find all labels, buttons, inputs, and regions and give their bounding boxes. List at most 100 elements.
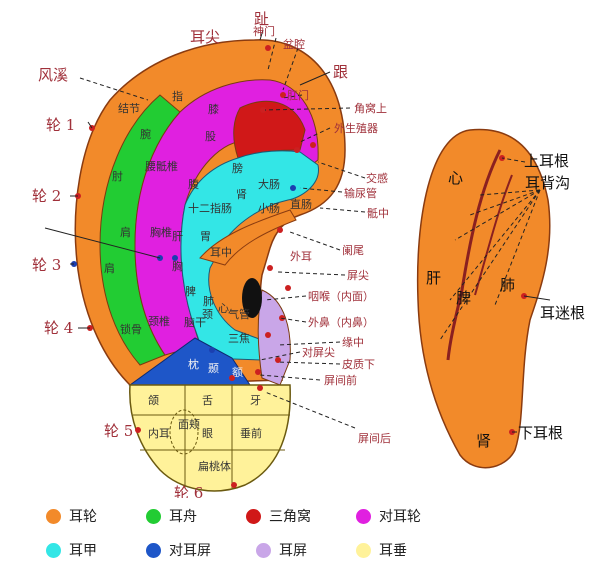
back-leader-lines (439, 157, 551, 433)
label-yanhou: 咽喉（内面） (308, 289, 374, 303)
label-pingjian: 屏尖 (347, 269, 369, 282)
label-yan: 眼 (202, 427, 213, 440)
label-back-shen: 肾 (476, 432, 491, 450)
legend-item-antitragus: 对耳屏 (146, 540, 211, 560)
legend-swatch-antitragus (146, 542, 161, 558)
label-jiejie: 结节 (118, 102, 140, 115)
legend-swatch-lobe (356, 542, 371, 558)
label-lun1: 轮 1 (46, 116, 75, 134)
label-waishengzhiqi: 外生殖器 (334, 121, 378, 135)
label-duipingjian: 对屏尖 (302, 345, 335, 359)
ear-diagram-svg: 结节 指 腕 肘 肩 肩 锁骨 膝 股 腰骶椎 腹 胸椎 颈椎 胸 脑干 颈 膀… (32, 10, 585, 502)
label-ershen: 耳尖 (190, 28, 220, 46)
label-gu: 股 (205, 130, 216, 143)
label-xin: 心 (218, 302, 229, 315)
legend-swatch-antihelix (356, 508, 371, 524)
label-shangergen: 上耳根 (524, 152, 569, 170)
label-lun3: 轮 3 (32, 256, 61, 274)
label-jiaowoshang: 角窝上 (354, 101, 387, 115)
label-qiguan: 气管 (228, 307, 250, 321)
label-mianjia: 面颊 (178, 418, 200, 431)
label-neier: 内耳 (148, 426, 170, 440)
legend-item-antihelix: 对耳轮 (356, 506, 421, 526)
tragus-region (257, 289, 291, 386)
label-biantaoti: 扁桃体 (198, 459, 231, 473)
label-pi: 脾 (185, 284, 196, 298)
legend-item-tragus: 耳屏 (256, 540, 307, 560)
label-zhichang: 直肠 (290, 197, 312, 211)
label-shuniaoguan: 输尿管 (344, 186, 377, 200)
legend-label: 耳垂 (379, 543, 407, 559)
label-yaodizhui: 腰骶椎 (145, 159, 178, 173)
label-sanjiao: 三焦 (228, 332, 250, 345)
label-naogan: 脑干 (184, 316, 206, 329)
legend-item-lobe: 耳垂 (356, 540, 407, 560)
label-zhen: 枕 (188, 357, 199, 371)
back-ear-shape (416, 128, 551, 469)
label-back-xin: 心 (448, 169, 463, 187)
legend-item-helix: 耳轮 (46, 506, 97, 526)
legend-swatch-helix (46, 508, 61, 524)
label-suogu: 锁骨 (120, 322, 142, 336)
legend-item-scapha: 耳舟 (146, 506, 197, 526)
label-penqiang: 盆腔 (283, 37, 305, 51)
label-back-gan: 肝 (426, 269, 441, 287)
legend-label: 三角窝 (269, 509, 311, 525)
legend-swatch-concha (46, 542, 61, 558)
label-zhi-top: 趾 (254, 10, 269, 28)
label-pang: 膀 (232, 161, 243, 175)
label-lun2: 轮 2 (32, 187, 61, 205)
label-jing: 颈 (202, 308, 213, 321)
label-fengxi: 风溪 (38, 66, 68, 84)
label-ya: 牙 (250, 394, 261, 407)
label-jian: 肩 (120, 225, 131, 239)
label-fei: 肺 (203, 295, 214, 308)
label-she: 舌 (202, 394, 213, 407)
legend-label: 耳屏 (279, 543, 307, 559)
tonsil-oval (169, 409, 199, 455)
label-gangmen: 肛门 (287, 88, 309, 102)
label-jingzhui: 颈椎 (148, 314, 170, 328)
label-yi: 十二指肠 (188, 201, 232, 215)
legend-swatch-scapha (146, 508, 161, 524)
label-pingjianhou: 屏间后 (358, 432, 391, 445)
label-erzhong: 耳中 (210, 246, 232, 259)
label-zhou: 肘 (112, 169, 123, 183)
legend-swatch-triangular-fossa (246, 508, 261, 524)
legend-item-triangular-fossa: 三角窝 (246, 506, 311, 526)
label-jiaogan: 交感 (366, 171, 388, 185)
concha-region (180, 150, 319, 361)
legend-label: 耳舟 (169, 509, 197, 525)
label-back-fei: 肺 (500, 276, 515, 294)
label-erbeigou: 耳背沟 (525, 174, 570, 192)
label-pizhixia: 皮质下 (342, 358, 375, 371)
label-waibi: 外鼻（内鼻） (308, 315, 374, 329)
label-shen: 肾 (236, 188, 247, 201)
acupoint-dots (71, 45, 316, 488)
label-dizhong: 骶中 (367, 207, 389, 220)
legend-swatch-tragus (256, 542, 271, 558)
legend-label: 耳甲 (69, 543, 97, 559)
label-e: 额 (232, 366, 243, 379)
antihelix-region (134, 79, 319, 356)
label-fu: 腹 (188, 177, 199, 191)
legend: 耳轮 耳舟 三角窝 对耳轮 耳甲 对耳屏 耳屏 耳垂 (0, 498, 597, 569)
label-yuanzhong: 缘中 (342, 336, 364, 349)
leader-lines (44, 29, 366, 429)
legend-item-concha: 耳甲 (46, 540, 97, 560)
triangular-fossa-region (233, 100, 306, 159)
label-shenmen: 神门 (253, 24, 275, 38)
label-he: 颌 (148, 393, 159, 407)
label-dachang: 大肠 (258, 177, 280, 191)
legend-label: 对耳屏 (169, 543, 211, 559)
label-back-pi: 脾 (456, 289, 471, 307)
label-xiong: 胸 (172, 259, 183, 273)
label-wan: 腕 (140, 127, 151, 141)
label-lanwei: 阑尾 (342, 243, 364, 257)
legend-label: 对耳轮 (379, 509, 421, 525)
label-zhi: 指 (172, 89, 183, 103)
lobe-grid (133, 385, 290, 488)
label-xiongzhui: 胸椎 (150, 225, 172, 239)
label-gan: 肝 (172, 230, 183, 243)
